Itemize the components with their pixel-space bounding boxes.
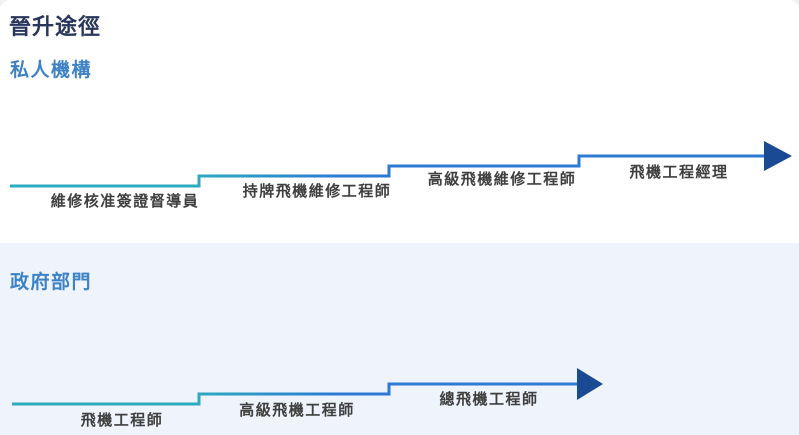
- step-label: 高級飛機工程師: [239, 402, 355, 419]
- step-label: 維修核准簽證督導員: [50, 193, 200, 210]
- section-heading-government: 政府部門: [10, 272, 93, 293]
- step-label: 飛機工程經理: [629, 164, 729, 181]
- page-title: 晉升途徑: [9, 14, 102, 39]
- arrow-head-icon: [577, 368, 603, 400]
- arrow-head-icon: [764, 141, 792, 171]
- step-label: 飛機工程師: [80, 412, 164, 429]
- private-staircase-line: [10, 154, 768, 188]
- step-label: 高級飛機維修工程師: [427, 171, 577, 188]
- step-label: 持牌飛機維修工程師: [242, 183, 392, 200]
- government-staircase-line: [12, 382, 579, 406]
- step-label: 總飛機工程師: [439, 391, 539, 408]
- government-career-path-diagram: [12, 368, 603, 406]
- private-career-path-diagram: [10, 141, 792, 188]
- section-heading-private: 私人機構: [10, 60, 93, 81]
